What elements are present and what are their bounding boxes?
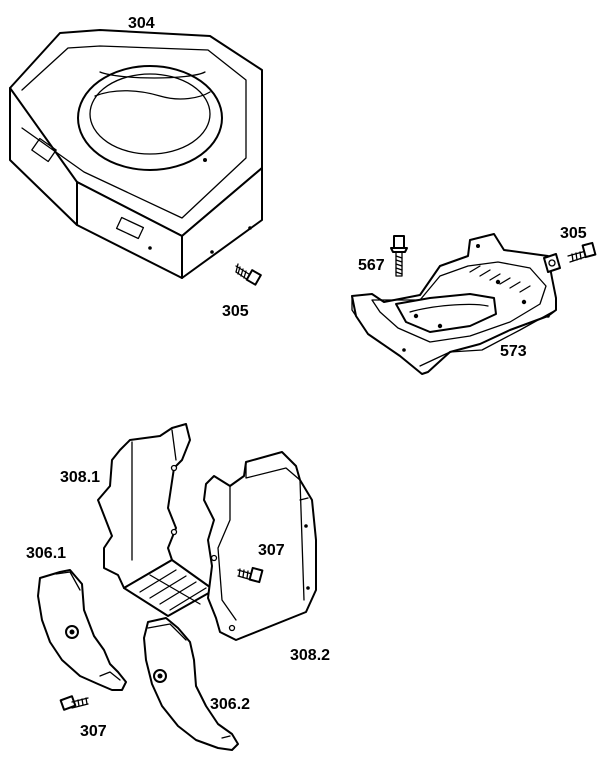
label-567: 567: [358, 257, 385, 274]
label-307-b: 307: [80, 723, 107, 740]
screw-305-b-drawing: [567, 241, 597, 263]
label-307-a: 307: [258, 542, 285, 559]
label-304: 304: [128, 15, 155, 32]
blower-housing-drawing: [9, 29, 263, 279]
label-573: 573: [500, 343, 527, 360]
screw-305-a-drawing: [235, 263, 262, 286]
label-305-a: 305: [222, 303, 249, 320]
label-306-2: 306.2: [210, 696, 250, 713]
label-306-1: 306.1: [26, 545, 66, 562]
cylinder-shield-308-1-drawing: [97, 423, 215, 617]
label-308-2: 308.2: [290, 647, 330, 664]
label-305-b: 305: [560, 225, 587, 242]
screw-307-b-drawing: [59, 695, 89, 711]
cylinder-shield-308-2-drawing: [203, 451, 317, 641]
bolt-567-drawing: [390, 235, 408, 277]
side-shroud-306-1-drawing: [37, 569, 127, 691]
side-shroud-306-2-drawing: [143, 617, 239, 751]
base-plate-drawing: [351, 233, 561, 375]
screw-307-a-drawing: [237, 566, 264, 584]
label-308-1: 308.1: [60, 469, 100, 486]
